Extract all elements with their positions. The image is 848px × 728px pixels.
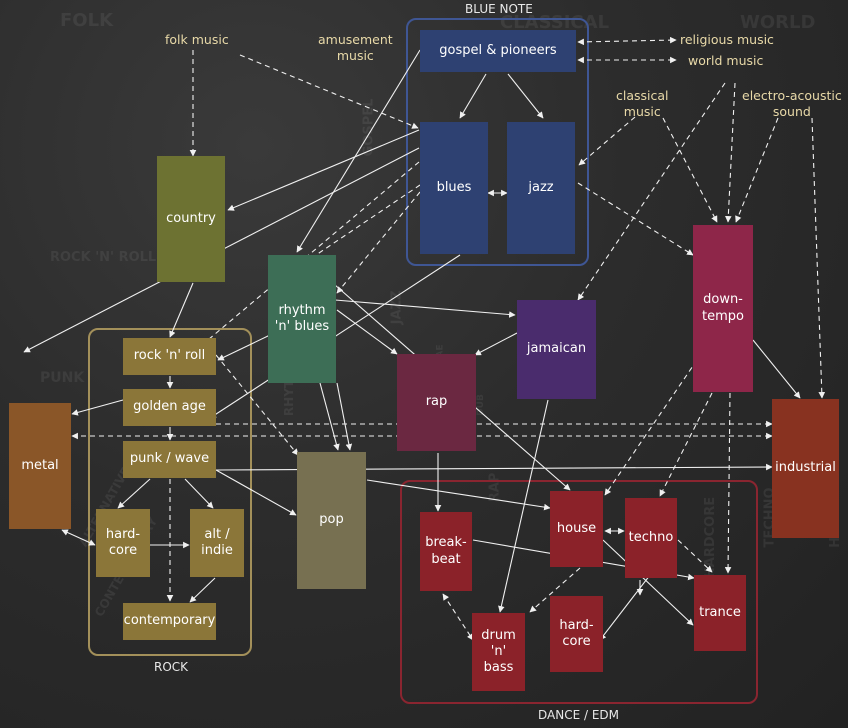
rock-group: [88, 328, 252, 656]
connection-arrow: [61, 529, 96, 546]
node-country[interactable]: country: [157, 156, 225, 282]
connection-arrow: [811, 117, 826, 399]
node-trance[interactable]: trance: [694, 575, 746, 651]
bg-word: WORLD: [740, 12, 816, 33]
node-rhythm-n-blues[interactable]: rhythm 'n' blues: [268, 255, 336, 383]
connection-arrow: [599, 574, 651, 641]
connection-arrow: [334, 299, 516, 318]
connection-arrow: [336, 309, 398, 355]
source-electro-acoustic: electro-acoustic sound: [742, 88, 842, 119]
connection-arrow: [577, 36, 677, 46]
node-alt-indie[interactable]: alt / indie: [190, 509, 244, 577]
source-world-music: world music: [688, 53, 764, 68]
node-hardcore-rock[interactable]: hard- core: [96, 509, 150, 577]
node-hardcore-dance[interactable]: hard- core: [550, 596, 603, 672]
node-jamaican[interactable]: jamaican: [517, 300, 596, 399]
connection-arrow: [189, 577, 216, 603]
connection-arrow: [269, 184, 421, 287]
node-rap[interactable]: rap: [397, 354, 476, 451]
connection-arrow: [725, 82, 736, 223]
connection-arrow: [215, 354, 299, 456]
connection-arrow: [296, 49, 421, 253]
node-golden-age[interactable]: golden age: [123, 389, 216, 426]
node-contemporary[interactable]: contemporary: [123, 603, 216, 640]
bg-word: ROCK 'N' ROLL: [50, 250, 157, 265]
connection-arrow: [319, 382, 340, 451]
connection-arrow: [215, 469, 297, 516]
connection-arrow: [677, 539, 713, 573]
node-rock-n-roll[interactable]: rock 'n' roll: [123, 338, 216, 375]
connection-arrow: [184, 478, 214, 509]
connection-arrow: [507, 73, 544, 119]
bg-word: PUNK: [40, 370, 85, 386]
node-house[interactable]: house: [550, 491, 603, 567]
connection-arrow: [752, 339, 801, 399]
connection-arrow: [577, 182, 694, 256]
dance-group: [400, 480, 758, 704]
connection-arrow: [117, 478, 151, 509]
connection-arrow: [336, 382, 353, 451]
connection-arrow: [602, 539, 694, 626]
connection-arrow: [659, 392, 713, 497]
connection-arrow: [474, 332, 518, 356]
node-gospel-pioneers[interactable]: gospel & pioneers: [420, 30, 576, 72]
connection-arrow: [239, 54, 419, 129]
source-classical-music: classical music: [616, 88, 669, 119]
connection-arrow: [201, 161, 420, 346]
connection-arrow: [442, 593, 474, 641]
rock-title: ROCK: [154, 660, 189, 674]
connection-arrow: [217, 334, 271, 361]
connection-arrow: [529, 567, 581, 613]
source-folk-music: folk music: [165, 32, 229, 47]
node-pop[interactable]: pop: [297, 452, 366, 589]
connection-arrow: [366, 479, 551, 511]
connection-arrow: [662, 117, 718, 223]
node-breakbeat[interactable]: break- beat: [420, 512, 472, 591]
connection-arrow: [71, 399, 124, 416]
node-punk-wave[interactable]: punk / wave: [123, 441, 216, 478]
source-religious-music: religious music: [680, 32, 774, 47]
connection-arrow: [459, 73, 487, 119]
connection-arrow: [577, 82, 726, 301]
node-blues[interactable]: blues: [420, 122, 488, 254]
connection-arrow: [724, 392, 732, 574]
blue-note-group: [406, 18, 589, 266]
connection-arrow: [735, 117, 779, 223]
connection-arrow: [336, 191, 421, 294]
connection-arrow: [498, 399, 549, 613]
blue-note-title: BLUE NOTE: [465, 2, 533, 16]
connection-arrow: [169, 282, 194, 338]
node-industrial[interactable]: industrial: [772, 399, 839, 538]
dance-title: DANCE / EDM: [538, 708, 620, 722]
connection-arrow: [227, 129, 420, 211]
connection-arrow: [578, 116, 636, 166]
node-drum-n-bass[interactable]: drum 'n' bass: [472, 613, 525, 691]
bg-word: FOLK: [60, 10, 114, 31]
node-downtempo[interactable]: down- tempo: [693, 225, 753, 392]
connection-arrow: [604, 359, 698, 496]
node-jazz[interactable]: jazz: [507, 122, 575, 254]
node-techno[interactable]: techno: [625, 498, 677, 578]
source-amusement-music: amusement music: [318, 32, 393, 63]
node-metal[interactable]: metal: [9, 403, 71, 529]
